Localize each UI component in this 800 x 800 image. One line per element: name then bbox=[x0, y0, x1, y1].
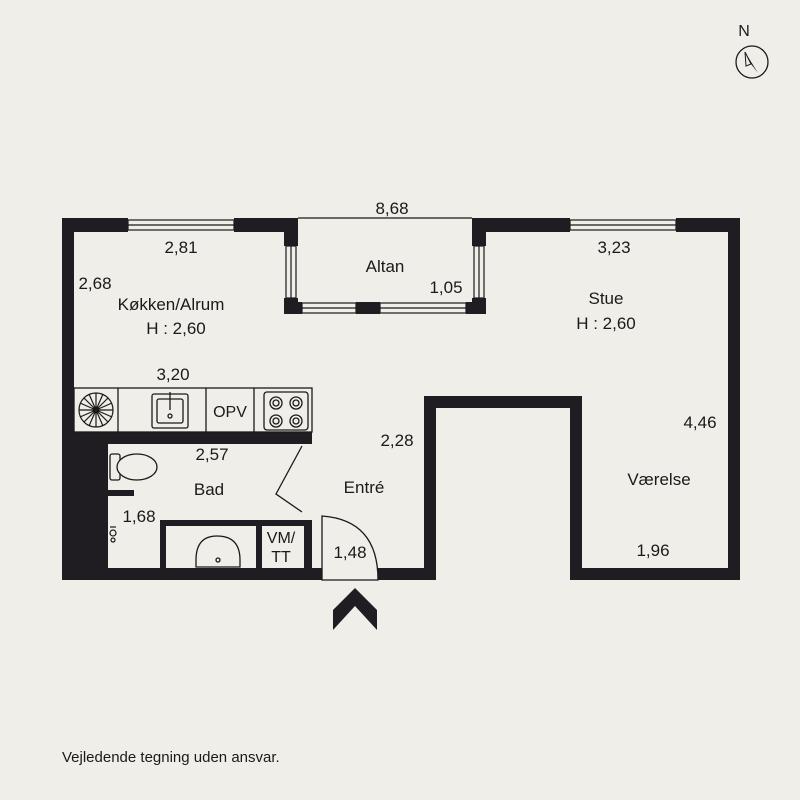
vaerelse-depth-label: 4,46 bbox=[683, 413, 716, 432]
compass-north-letter: N bbox=[738, 23, 750, 40]
tt-label: TT bbox=[271, 549, 291, 566]
opv-label: OPV bbox=[213, 404, 247, 421]
stue-width-label: 3,23 bbox=[597, 238, 630, 257]
kitchen-depth-label: 2,68 bbox=[78, 274, 111, 293]
windows bbox=[127, 219, 677, 314]
altan-name-label: Altan bbox=[366, 257, 405, 276]
kitchen-name-label: Køkken/Alrum bbox=[118, 295, 225, 314]
kitchen-counter bbox=[73, 387, 313, 433]
stue-name-label: Stue bbox=[589, 289, 624, 308]
disclaimer-text: Vejledende tegning uden ansvar. bbox=[62, 749, 280, 766]
kitchen-width-label: 2,81 bbox=[164, 238, 197, 257]
walls bbox=[62, 218, 740, 580]
compass-icon: N bbox=[735, 23, 769, 79]
stove-icon bbox=[263, 391, 309, 431]
altan-depth-label: 1,05 bbox=[429, 278, 462, 297]
extractor-fan-icon bbox=[78, 392, 114, 428]
counter-length-label: 3,20 bbox=[156, 365, 189, 384]
entrance-door bbox=[321, 515, 379, 581]
vm-label: VM/ bbox=[267, 530, 296, 547]
shower-icon bbox=[109, 526, 117, 543]
bathroom-door bbox=[275, 445, 303, 513]
kitchen-height-label: H : 2,60 bbox=[146, 319, 206, 338]
entrance-arrow-icon bbox=[333, 588, 377, 630]
vaerelse-name-label: Værelse bbox=[627, 470, 690, 489]
stue-height-label: H : 2,60 bbox=[576, 314, 636, 333]
entre-width-label: 1,48 bbox=[333, 543, 366, 562]
washbasin-icon bbox=[195, 535, 241, 568]
bad-width-label: 2,57 bbox=[195, 445, 228, 464]
entre-name-label: Entré bbox=[344, 478, 385, 497]
kitchen-sink-icon bbox=[151, 392, 189, 429]
entre-depth-label: 2,28 bbox=[380, 431, 413, 450]
overall-width-label: 8,68 bbox=[375, 199, 408, 218]
toilet-icon bbox=[109, 453, 158, 481]
vaerelse-width-label: 1,96 bbox=[636, 541, 669, 560]
bad-name-label: Bad bbox=[194, 480, 224, 499]
bad-depth-label: 1,68 bbox=[122, 507, 155, 526]
